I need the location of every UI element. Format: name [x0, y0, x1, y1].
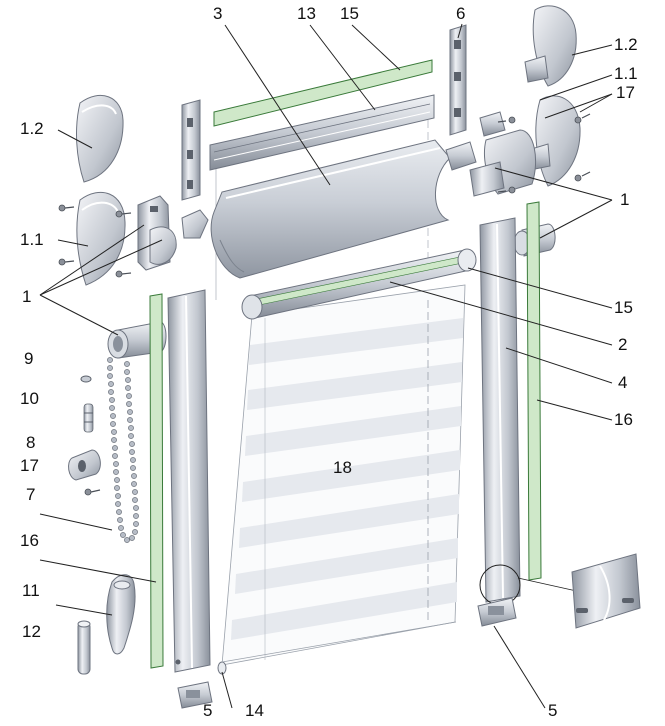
- callout-10: 10: [20, 389, 39, 408]
- callout-1: 1: [620, 190, 629, 209]
- screw-icon: [497, 116, 516, 124]
- callout-15: 15: [614, 298, 633, 317]
- callout-1-2: 1.2: [20, 119, 44, 138]
- end-plug-detail: [571, 553, 641, 629]
- callout-8: 8: [26, 433, 35, 452]
- callout-4: 4: [618, 373, 627, 392]
- callout-13: 13: [297, 4, 316, 23]
- left-mechanism-bracket-1: [137, 195, 177, 271]
- chain-connector-10: [83, 403, 94, 433]
- chain-stopper-9: [80, 375, 92, 383]
- callout-6: 6: [456, 4, 465, 23]
- left-wall-bracket: [181, 99, 201, 201]
- screw-17-left: [84, 488, 101, 496]
- callout-labels: 3 13 15 6 1.2 1.1 17 1.2 1.1 1 1 15 2 4 …: [20, 4, 638, 720]
- right-mechanism-bracket: [445, 111, 537, 197]
- bottom-bar-14: [217, 621, 457, 675]
- callout-3: 3: [213, 4, 222, 23]
- callout-7: 7: [26, 485, 35, 504]
- roller-tube-2: [241, 248, 477, 320]
- chain-guide-8: [68, 449, 101, 481]
- end-cap-1-2-left: [76, 94, 124, 183]
- callout-1: 1: [22, 287, 31, 306]
- callout-18: 18: [333, 458, 352, 477]
- side-rail-4: [479, 217, 521, 603]
- adhesive-strip-16-right: [526, 201, 542, 581]
- callout-16: 16: [20, 531, 39, 550]
- callout-16: 16: [614, 410, 633, 429]
- callout-9: 9: [24, 349, 33, 368]
- screw-icon: [115, 270, 132, 278]
- callout-5: 5: [548, 701, 557, 720]
- fabric-stripes: [231, 318, 463, 640]
- end-plug-5-left: [177, 681, 213, 709]
- left-side-rail: [167, 289, 211, 673]
- chain-weight-12: [77, 620, 91, 675]
- callout-14: 14: [245, 701, 264, 720]
- end-cap-1-2-right: [524, 5, 577, 87]
- bead-chain-7: [107, 357, 139, 543]
- fabric-zebra-18: [221, 284, 466, 666]
- leader-lines: [39, 23, 613, 709]
- callout-5: 5: [203, 701, 212, 720]
- left-clip: [181, 209, 209, 239]
- screw-icon: [58, 258, 75, 266]
- callout-1-1: 1.1: [614, 64, 638, 83]
- adhesive-strip-15-top: [213, 59, 433, 127]
- screw-icon: [497, 186, 516, 194]
- callout-1-1: 1.1: [20, 230, 44, 249]
- callout-12: 12: [22, 622, 41, 641]
- callout-2: 2: [618, 335, 627, 354]
- top-profile-13: [209, 94, 435, 171]
- screw-icon: [58, 204, 75, 212]
- callout-17: 17: [616, 83, 635, 102]
- callout-17: 17: [20, 456, 39, 475]
- screw-icon: [574, 113, 591, 124]
- cassette-3: [210, 139, 451, 279]
- screw-icon: [574, 171, 591, 182]
- screw-icon: [115, 210, 132, 218]
- right-screws: [497, 113, 591, 194]
- adhesive-strip-16-left: [149, 293, 164, 669]
- callout-15: 15: [340, 4, 359, 23]
- end-plug-5-right: [477, 597, 517, 627]
- callout-11: 11: [22, 581, 40, 600]
- callout-1-2: 1.2: [614, 35, 638, 54]
- end-cap-1-1-right: [527, 95, 581, 187]
- left-screws: [58, 204, 132, 278]
- wall-bracket-6: [449, 24, 467, 136]
